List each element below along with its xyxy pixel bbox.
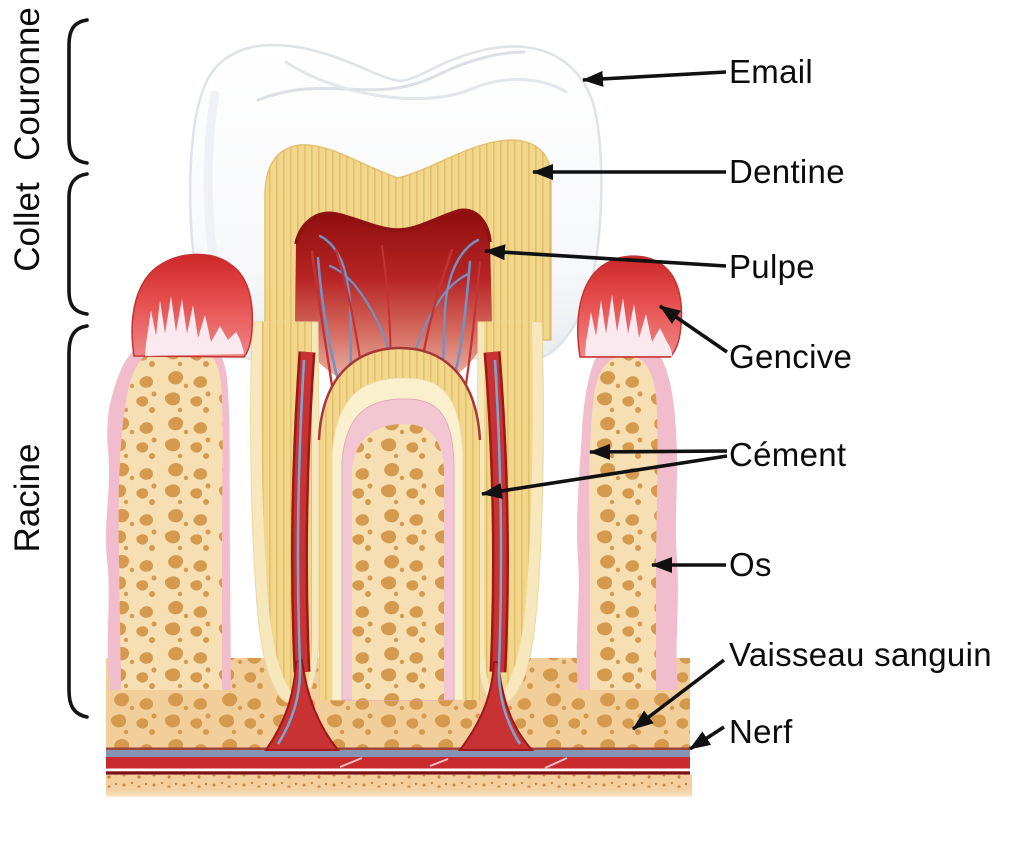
bone-column-left: [105, 330, 231, 690]
side-label-racine: Racine: [8, 443, 47, 553]
label-email: Email: [729, 53, 814, 90]
email-arrow: [582, 70, 727, 87]
side-label-collet: Collet: [8, 182, 47, 272]
pulpe-arrow: [484, 244, 727, 268]
nerve-band: [106, 757, 690, 769]
pulp-rim: [294, 208, 492, 245]
gum-papilla-right: [585, 294, 672, 356]
canal-vessel-blue-left: [276, 359, 306, 745]
blood-vessel-band: [106, 750, 690, 757]
couronne-bracket: [67, 18, 89, 165]
pulp-floor-rim: [317, 346, 482, 441]
pulp-shape: [294, 208, 492, 392]
label-nerf: Nerf: [729, 713, 793, 750]
root-canals: [264, 351, 535, 751]
gum-right: [577, 255, 683, 358]
gum-left: [131, 253, 254, 358]
nerve-dark-line: [106, 771, 690, 775]
vessel-band-edge: [106, 747, 690, 750]
nerf-arrow: [689, 725, 725, 751]
cement-arrow-1: [589, 443, 728, 460]
label-dentine: Dentine: [729, 153, 845, 190]
label-vaisseau: Vaisseau sanguin: [729, 636, 992, 673]
side-brackets: [67, 18, 89, 719]
label-gencive: Gencive: [729, 338, 853, 375]
nerve-band-highlights: [339, 757, 568, 769]
label-pulpe: Pulpe: [729, 248, 815, 285]
label-cement: Cément: [729, 436, 847, 473]
cement-arrow-2: [481, 454, 728, 499]
canal-vessel-blue-right: [493, 359, 522, 745]
collet-bracket: [67, 172, 89, 316]
label-os: Os: [729, 546, 772, 583]
racine-bracket: [67, 324, 89, 719]
label-arrows: [481, 70, 729, 751]
gencive-arrow: [658, 304, 729, 354]
vaisseau-arrow: [631, 658, 726, 731]
bone-column-right: [576, 337, 678, 690]
gum-papilla-left: [145, 296, 244, 356]
interradicular-bone: [331, 377, 464, 701]
